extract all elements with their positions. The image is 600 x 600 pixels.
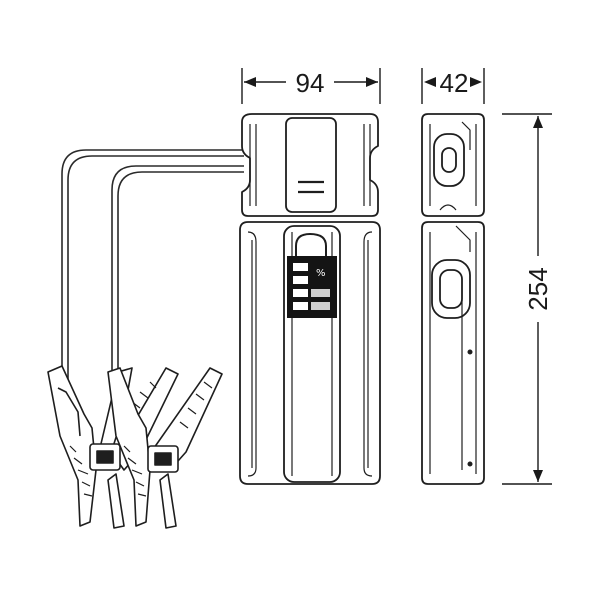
depth-label: 42: [440, 68, 469, 98]
height-dimension: [502, 113, 552, 485]
width-dimension: [241, 68, 381, 104]
battery-level-bars: [293, 263, 330, 310]
jumper-cables: [61, 149, 244, 382]
cable-outer: [61, 149, 244, 380]
battery-display: %: [287, 256, 337, 318]
front-top-panel: [285, 117, 337, 213]
width-label: 94: [296, 68, 325, 98]
clamp-right: [107, 367, 223, 529]
side-grip: [439, 269, 463, 309]
percent-symbol: %: [316, 268, 326, 279]
cable-inner: [111, 165, 244, 372]
side-button: [441, 147, 457, 173]
depth-dimension: [421, 68, 485, 104]
device-side-view: [421, 113, 485, 485]
display-handle: [295, 233, 327, 258]
height-label: 254: [523, 267, 553, 310]
